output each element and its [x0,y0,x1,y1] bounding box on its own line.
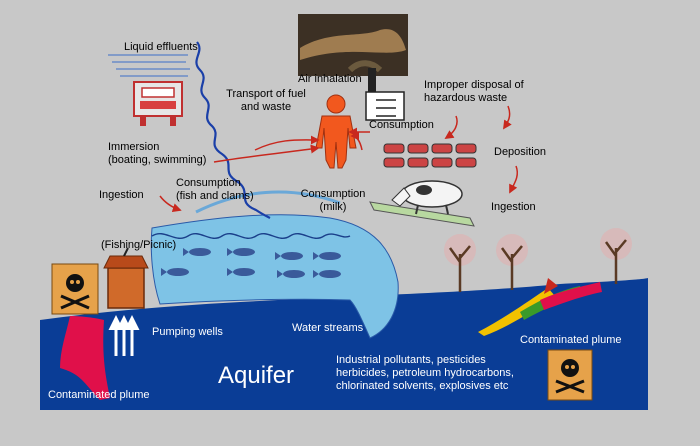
label-transport-line2: and waste [240,101,292,113]
label-pollutants-line3: chlorinated solvents, explosives etc [336,380,509,392]
label-consumption-milk-line2: (milk) [319,201,347,213]
label-immersion-line2: (boating, swimming) [108,154,207,166]
skull-crossbones-icon [51,263,99,315]
tree-icon [600,228,632,284]
car-icon [133,81,183,126]
label-consumption-fish-line2: (fish and clams) [176,190,254,202]
label-consumption-top: Consumption [369,119,434,131]
label-improper-line2: hazardous waste [424,92,508,104]
label-ingestion-left: Ingestion [99,189,144,201]
label-consumption-fish: Consumption (fish and clams) [176,177,254,203]
fish-icon [275,252,303,260]
label-improper-line1: Improper disposal of [424,79,524,91]
left-plume [60,316,110,400]
label-water-streams: Water streams [292,322,364,334]
label-air-inhalation: Air inhalation [298,73,362,85]
well-icon [103,247,149,309]
label-pollutants: Industrial pollutants, pesticides herbic… [336,354,514,393]
person-icon [315,94,357,169]
label-consumption-milk-line1: Consumption [300,188,366,200]
label-pollutants-line1: Industrial pollutants, pesticides [336,354,486,366]
label-immersion-line1: Immersion [108,141,160,153]
label-consumption-fish-line1: Consumption [176,177,241,189]
tree-icon [444,234,476,292]
label-contaminated-plume-left: Contaminated plume [48,389,150,401]
skull-crossbones-icon [547,349,593,401]
label-transport-line1: Transport of fuel [226,88,306,100]
food-containers-icon [383,143,477,168]
fish-icon [277,270,305,278]
fish-school [161,248,341,278]
fish-icon [313,270,341,278]
water-body [150,190,399,339]
label-deposition: Deposition [494,146,546,158]
label-pollutants-line2: herbicides, petroleum hydrocarbons, [336,367,514,379]
label-transport: Transport of fuel and waste [222,88,310,114]
label-aquifer: Aquifer [218,362,295,389]
label-consumption-milk: Consumption (milk) [296,188,370,214]
fish-icon [227,248,255,256]
cow-icon [369,180,475,227]
factory-icon [365,68,405,121]
label-immersion: Immersion (boating, swimming) [108,141,206,167]
label-contaminated-plume-right: Contaminated plume [520,334,622,346]
fish-icon [183,248,211,256]
label-ingestion-right: Ingestion [491,201,536,213]
effluent-lines [108,54,190,77]
fish-icon [161,268,189,276]
river-line [195,41,271,219]
label-liquid-effluents: Liquid effluents [124,41,198,53]
smoke-cloud [298,14,408,76]
fish-icon [227,268,255,276]
right-plume [478,278,602,336]
pumping-wells-arrows [108,315,140,356]
label-fishing-picnic: (Fishing/Picnic) [101,239,177,251]
pathway-arrows [159,105,519,212]
label-improper-disposal: Improper disposal of hazardous waste [424,79,524,105]
aquifer-layer [40,278,648,410]
fish-icon [313,252,341,260]
tree-icon [496,234,528,290]
label-pumping-wells: Pumping wells [152,326,223,338]
